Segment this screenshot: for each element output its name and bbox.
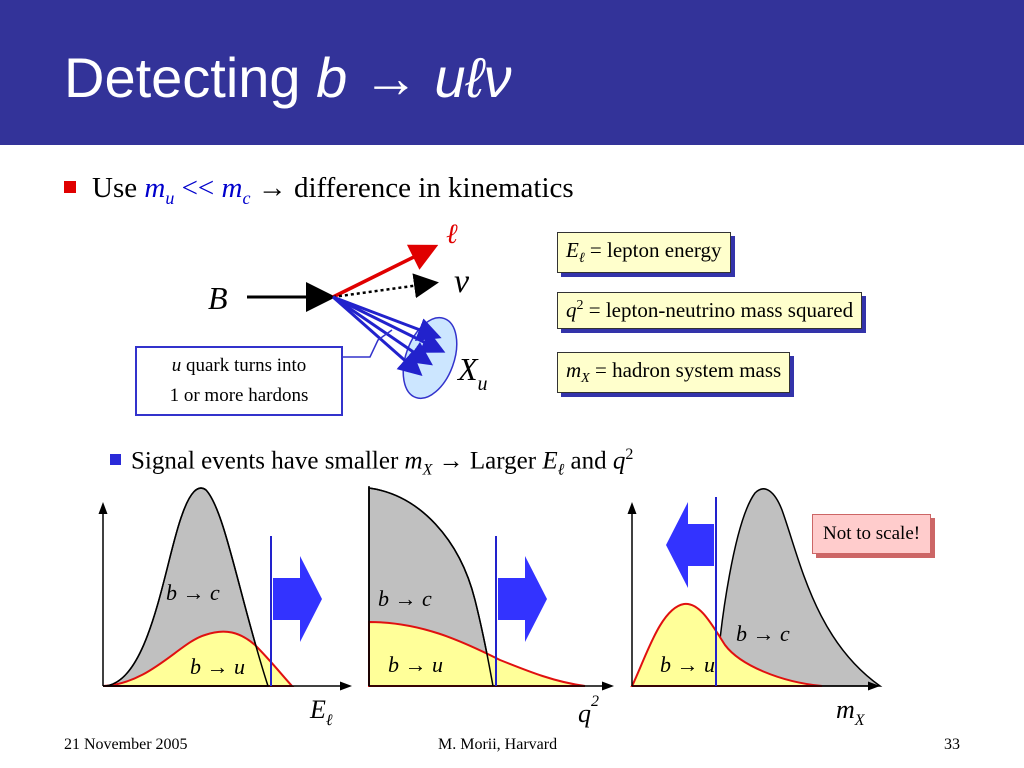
bu-label: b → u [190,654,245,679]
bc-label: b → c [378,586,432,611]
bc-label: b → c [736,621,790,646]
plot-hadron-mass: b → c b → u mX [627,488,883,729]
note-pointer [343,329,393,358]
def-hadron-mass: mX = hadron system mass [557,352,791,394]
footer-author: M. Morii, Harvard [438,736,558,753]
lepton-label: ℓ [446,219,458,250]
arrow-left-icon [666,502,714,588]
bu-label: b → u [660,652,715,677]
footer-date: 21 November 2005 [64,736,188,753]
b-meson-label: B [208,280,228,316]
quark-note: u quark turns into 1 or more hardons [135,346,343,416]
bc-label: b → c [166,580,220,605]
title-bar [0,0,1024,145]
slide-title: Detecting b → uℓν [64,46,512,109]
x-label-q2: q2 [578,693,599,728]
bu-label: b → u [388,652,443,677]
bu-distribution [102,630,295,687]
def-lepton-energy: Eℓ = lepton energy [557,232,731,274]
plot-q-squared: b → c b → u q2 [368,486,614,728]
bullet-kinematics: Use mu << mc → difference in kinematics [64,172,574,209]
plot-lepton-energy: b → c b → u Eℓ [98,487,352,729]
bullet-square-icon [64,181,76,194]
def-q-squared: q2 = lepton-neutrino mass squared [557,292,863,329]
arrow-right-icon [498,556,547,642]
x-label-energy: Eℓ [309,695,333,729]
not-to-scale-note: Not to scale! [812,514,932,554]
bullet-square-icon [110,454,121,466]
neutrino-line [332,273,439,299]
footer-page-number: 33 [944,736,960,753]
hadron-label: Xu [456,351,488,395]
bu-distribution [368,620,586,687]
bu-distribution [630,602,823,687]
bullet-signal: Signal events have smaller mX → Larger E… [110,446,633,479]
neutrino-label: ν [454,263,470,300]
lepton-line [332,244,439,299]
arrow-right-icon [273,556,322,642]
bc-distribution [715,488,883,687]
x-label-mass: mX [836,695,866,729]
